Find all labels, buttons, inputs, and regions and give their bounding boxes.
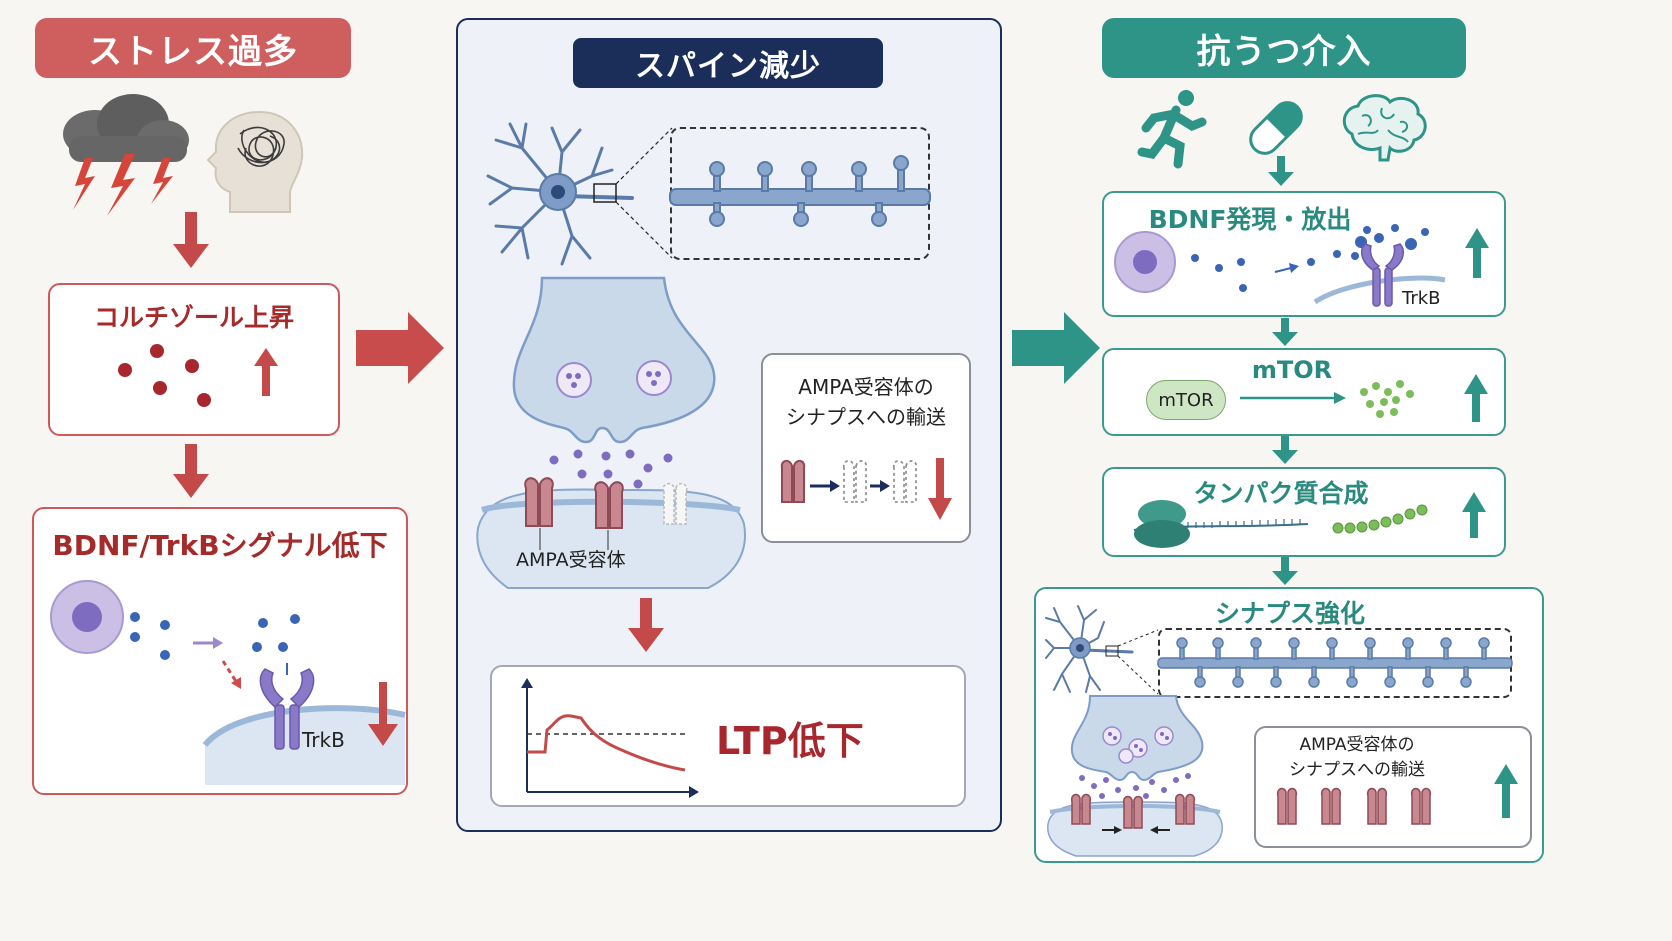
transport-title-right: AMPA受容体の シナプスへの輸送 bbox=[1289, 735, 1425, 780]
ltp-label: LTP低下 bbox=[716, 719, 864, 763]
cortisol-title: コルチゾール上昇 bbox=[93, 303, 294, 332]
teal-down-arrow-1 bbox=[1272, 318, 1298, 346]
ltp-box bbox=[490, 665, 966, 807]
intervention-header: 抗うつ介入 bbox=[1102, 18, 1466, 78]
ltp-graph bbox=[521, 678, 699, 798]
teal-down-arrow-0 bbox=[1268, 156, 1294, 186]
up-arrow-icon bbox=[1465, 228, 1489, 278]
capsule-icon bbox=[1249, 101, 1303, 155]
right-arrow-teal bbox=[1012, 312, 1100, 384]
spine-header: スパイン減少 bbox=[573, 38, 883, 88]
up-arrow-icon bbox=[1462, 492, 1486, 538]
protein-synthesis-diagram bbox=[1133, 492, 1486, 548]
down-arrow-1 bbox=[173, 212, 209, 268]
transport-decrease-diagram bbox=[780, 458, 952, 520]
cortisol-molecules bbox=[118, 344, 278, 407]
stress-header: ストレス過多 bbox=[35, 18, 351, 78]
neuron-small-icon bbox=[1045, 605, 1159, 695]
dendrite-sparse-spines bbox=[669, 155, 931, 227]
bdnf-release-up-diagram bbox=[1114, 224, 1489, 307]
bdnf-release-title: BDNF発現・放出 bbox=[1148, 205, 1352, 234]
bdnf-release-diagram bbox=[50, 580, 406, 785]
up-arrow-icon bbox=[254, 348, 278, 396]
down-arrow-icon bbox=[928, 458, 952, 520]
ampa-receptor-label: AMPA受容体 bbox=[516, 549, 626, 571]
up-arrow-icon bbox=[1494, 764, 1518, 818]
synapse-strengthening-title: シナプス強化 bbox=[1214, 599, 1365, 628]
mtor-title: mTOR bbox=[1251, 356, 1333, 384]
neuron-icon bbox=[486, 122, 673, 266]
teal-down-arrow-3 bbox=[1272, 557, 1298, 585]
tangled-head-icon bbox=[206, 110, 304, 213]
down-arrow-center bbox=[628, 598, 664, 652]
running-person-icon bbox=[1137, 90, 1207, 169]
storm-cloud-icon bbox=[63, 94, 189, 216]
mtor-pill: mTOR bbox=[1146, 380, 1226, 420]
mtor-activation-diagram bbox=[1240, 374, 1488, 422]
brain-icon bbox=[1342, 94, 1427, 162]
teal-down-arrow-2 bbox=[1272, 436, 1298, 464]
transport-box-right bbox=[1254, 726, 1532, 848]
right-arrow-red bbox=[356, 312, 444, 384]
transport-title-center: AMPA受容体の シナプスへの輸送 bbox=[786, 375, 946, 429]
bdnf-trkb-title: BDNF/TrkBシグナル低下 bbox=[52, 529, 388, 562]
transport-increase-diagram bbox=[1276, 764, 1518, 825]
down-arrow-icon bbox=[368, 682, 398, 746]
dendrite-dense-spines bbox=[1157, 637, 1513, 688]
down-arrow-2 bbox=[173, 444, 209, 498]
trkb-label-left: TrkB bbox=[302, 728, 345, 752]
up-arrow-icon bbox=[1464, 374, 1488, 422]
synapse-diagram bbox=[476, 276, 746, 589]
trkb-label-right: TrkB bbox=[1402, 288, 1441, 309]
protein-synthesis-title: タンパク質合成 bbox=[1193, 479, 1369, 508]
synapse-strong-diagram bbox=[1047, 695, 1223, 857]
